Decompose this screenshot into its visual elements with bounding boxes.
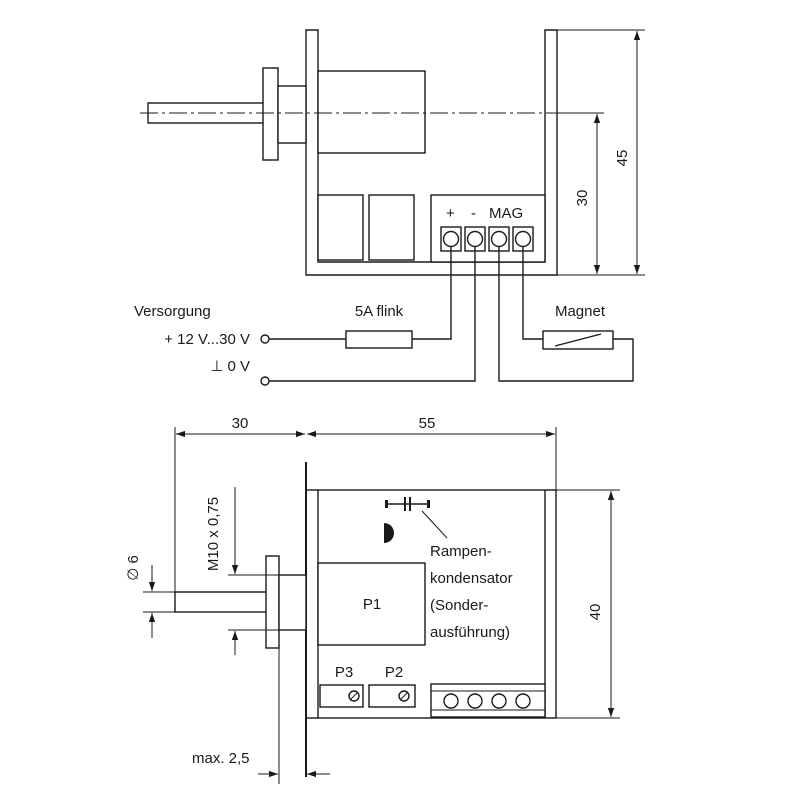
supply-plus-label: + 12 V...30 V xyxy=(164,331,250,348)
dim-shaft-30-label: 30 xyxy=(232,415,249,432)
fuse xyxy=(345,330,413,349)
pot-p2-label: P2 xyxy=(385,664,403,681)
nut-bottom xyxy=(265,555,280,649)
nut-top xyxy=(262,67,279,161)
top-view: + - MAG 45 30 xyxy=(134,29,645,386)
terminal-block-bottom xyxy=(430,683,546,718)
terminal-minus-label: - xyxy=(471,205,476,222)
fuse-label: 5A flink xyxy=(355,303,404,320)
terminal-mag-label: MAG xyxy=(489,205,523,222)
ramp-capacitor xyxy=(384,497,448,543)
shaft-bottom xyxy=(174,591,268,613)
supply-ground-label: ⊥ 0 V xyxy=(210,358,250,375)
dim-diameter-label: ∅ 6 xyxy=(125,555,142,581)
ramp-capacitor-line-3: (Sonder- xyxy=(430,597,488,614)
bottom-view: P1 P3 P2 Rampen- kondensato xyxy=(125,415,620,784)
magnet-label: Magnet xyxy=(555,303,606,320)
terminal-screws-bottom xyxy=(443,693,531,709)
dim-thread-label: M10 x 0,75 xyxy=(205,497,222,571)
pot-p3-bottom xyxy=(319,684,364,708)
ramp-capacitor-line-4: ausführung) xyxy=(430,624,510,641)
pot-p2-bottom xyxy=(368,684,416,708)
bushing-top xyxy=(277,85,307,144)
pot-p1-box xyxy=(317,562,426,646)
dim-45-label: 45 xyxy=(614,150,631,167)
bushing-bottom xyxy=(278,574,307,631)
motor-block xyxy=(317,70,426,154)
pot-p3-top xyxy=(317,194,364,261)
wiring xyxy=(260,246,634,386)
dim-body-55-label: 55 xyxy=(419,415,436,432)
pot-p3-label: P3 xyxy=(335,664,353,681)
ramp-capacitor-line-1: Rampen- xyxy=(430,543,492,560)
pot-p1-label: P1 xyxy=(363,596,381,613)
dim-30-label: 30 xyxy=(574,190,591,207)
dim-40-label: 40 xyxy=(587,604,604,621)
dim-max-label: max. 2,5 xyxy=(192,750,250,767)
pot-p2-top xyxy=(368,194,415,261)
ramp-capacitor-line-2: kondensator xyxy=(430,570,513,587)
supply-label: Versorgung xyxy=(134,303,211,320)
screw-terminals xyxy=(440,226,534,252)
terminal-plus-label: + xyxy=(446,205,455,222)
